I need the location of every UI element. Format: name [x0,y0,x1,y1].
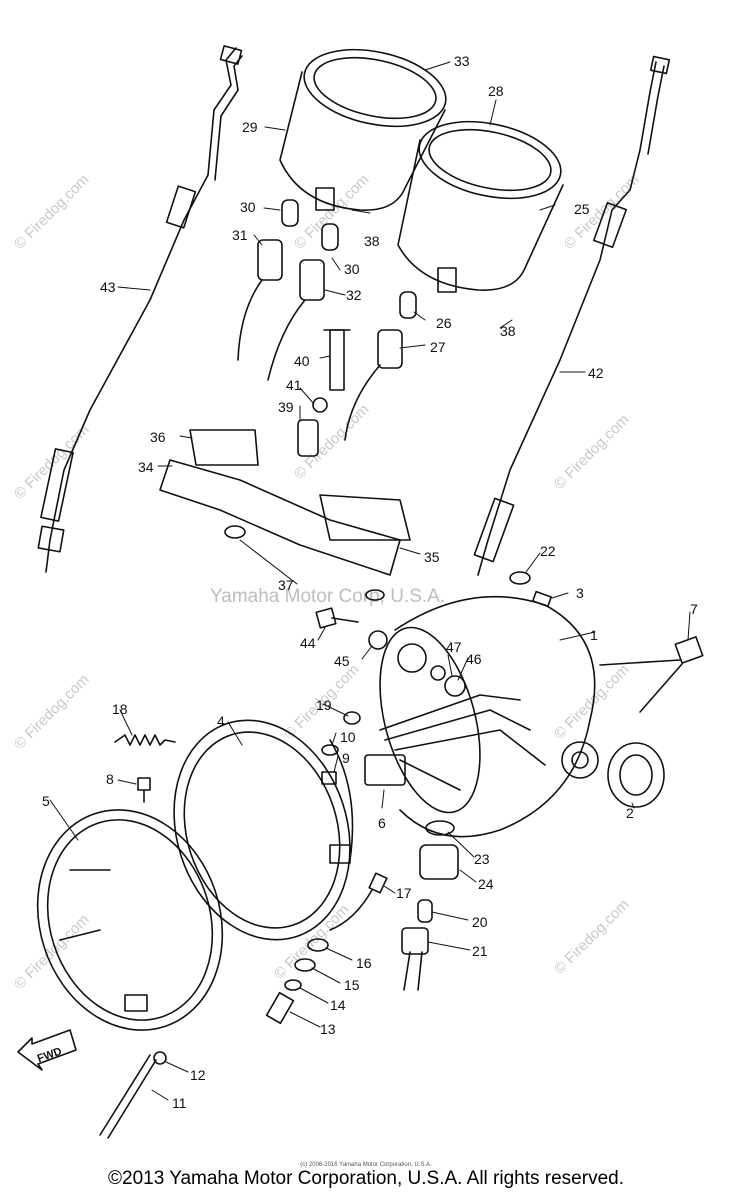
callout-7: 7 [690,601,698,617]
callout-42: 42 [588,365,604,381]
callout-13: 13 [320,1021,336,1037]
callout-41: 41 [286,377,302,393]
watermark-site: © Firedog.com [551,411,633,493]
callout-19: 19 [316,697,332,713]
watermark-site: © Firedog.com [11,671,93,753]
callout-25: 25 [574,201,590,217]
callout-39: 39 [278,399,294,415]
relay-connector [364,754,406,786]
meter-brackets [159,429,411,601]
callout-2: 2 [626,805,634,821]
forward-arrow-icon [17,1029,77,1071]
watermark-center: Yamaha Motor Corp, U.S.A. [210,586,445,607]
callout-36: 36 [150,429,166,445]
callout-15: 15 [344,977,360,993]
sealed-beam-unit [173,719,354,941]
headlight-housing [379,595,599,838]
nut-and-washer [321,744,339,785]
callout-40: 40 [294,353,310,369]
grommet [607,742,665,808]
callout-8: 8 [106,771,114,787]
callout-37: 37 [278,577,294,593]
callout-6: 6 [378,815,386,831]
callout-5: 5 [42,793,50,809]
fine-print: (c) 2006-2016 Yamaha Motor Corporation, … [300,1162,432,1168]
callout-10: 10 [340,729,356,745]
callout-16: 16 [356,955,372,971]
callout-44: 44 [300,635,316,651]
watermark-site: © Firedog.com [271,901,353,983]
callout-29: 29 [242,119,258,135]
callout-26: 26 [436,315,452,331]
callout-12: 12 [190,1067,206,1083]
watermark-site: © Firedog.com [551,896,633,978]
mount-hardware [99,938,329,1139]
speedometer [279,48,447,211]
callout-31: 31 [232,227,248,243]
callout-4: 4 [217,713,225,729]
callout-30a: 30 [240,199,256,215]
tachometer-cable-right [473,55,671,576]
pilot-lamp-assembly [401,820,459,991]
watermark-site: © Firedog.com [291,171,373,253]
housing-wiring [379,694,546,791]
small-fittings [509,571,553,608]
callout-18: 18 [112,701,128,717]
callout-43: 43 [100,279,116,295]
fwd-label: FWD [36,1045,64,1065]
callout-9: 9 [342,750,350,766]
callout-labels: 1 2 3 4 5 6 7 8 9 10 11 12 13 14 15 16 1… [42,53,698,1111]
callout-46: 46 [466,651,482,667]
watermark-site: © Firedog.com [11,171,93,253]
callout-3: 3 [576,585,584,601]
callout-14: 14 [330,997,346,1013]
callout-17: 17 [396,885,412,901]
watermark-site: © Firedog.com [291,401,373,483]
callout-38b: 38 [500,323,516,339]
callout-23: 23 [474,851,490,867]
leader-lines [49,61,691,1101]
watermark-site: © Firedog.com [551,661,633,743]
callout-28: 28 [488,83,504,99]
callout-34: 34 [138,459,154,475]
callout-24: 24 [478,876,494,892]
callout-47: 47 [446,639,462,655]
speedometer-cable-left [37,45,243,573]
rim-screw [137,777,151,803]
callout-1: 1 [590,627,598,643]
mount-bolt [315,607,359,629]
callout-27: 27 [430,339,446,355]
callout-30b: 30 [344,261,360,277]
copyright-notice: ©2013 Yamaha Motor Corporation, U.S.A. A… [108,1168,624,1189]
callout-11: 11 [172,1095,187,1111]
tachometer [397,120,564,293]
callout-21: 21 [472,943,488,959]
callout-22: 22 [540,543,556,559]
wire-clip [329,872,388,931]
headlight-rim [36,809,224,1031]
callout-38a: 38 [364,233,380,249]
meter-bolt-assembly [297,329,351,457]
callout-32: 32 [346,287,362,303]
switch-connector [599,636,704,713]
callout-35: 35 [424,549,440,565]
callout-33: 33 [454,53,470,69]
callout-45: 45 [334,653,350,669]
housing-washers [368,630,466,697]
housing-nut [343,711,361,725]
watermark-site: © Firedog.com [11,911,93,993]
callout-20: 20 [472,914,488,930]
adjusting-spring [114,734,176,746]
meter-lamp-sockets [237,199,417,441]
